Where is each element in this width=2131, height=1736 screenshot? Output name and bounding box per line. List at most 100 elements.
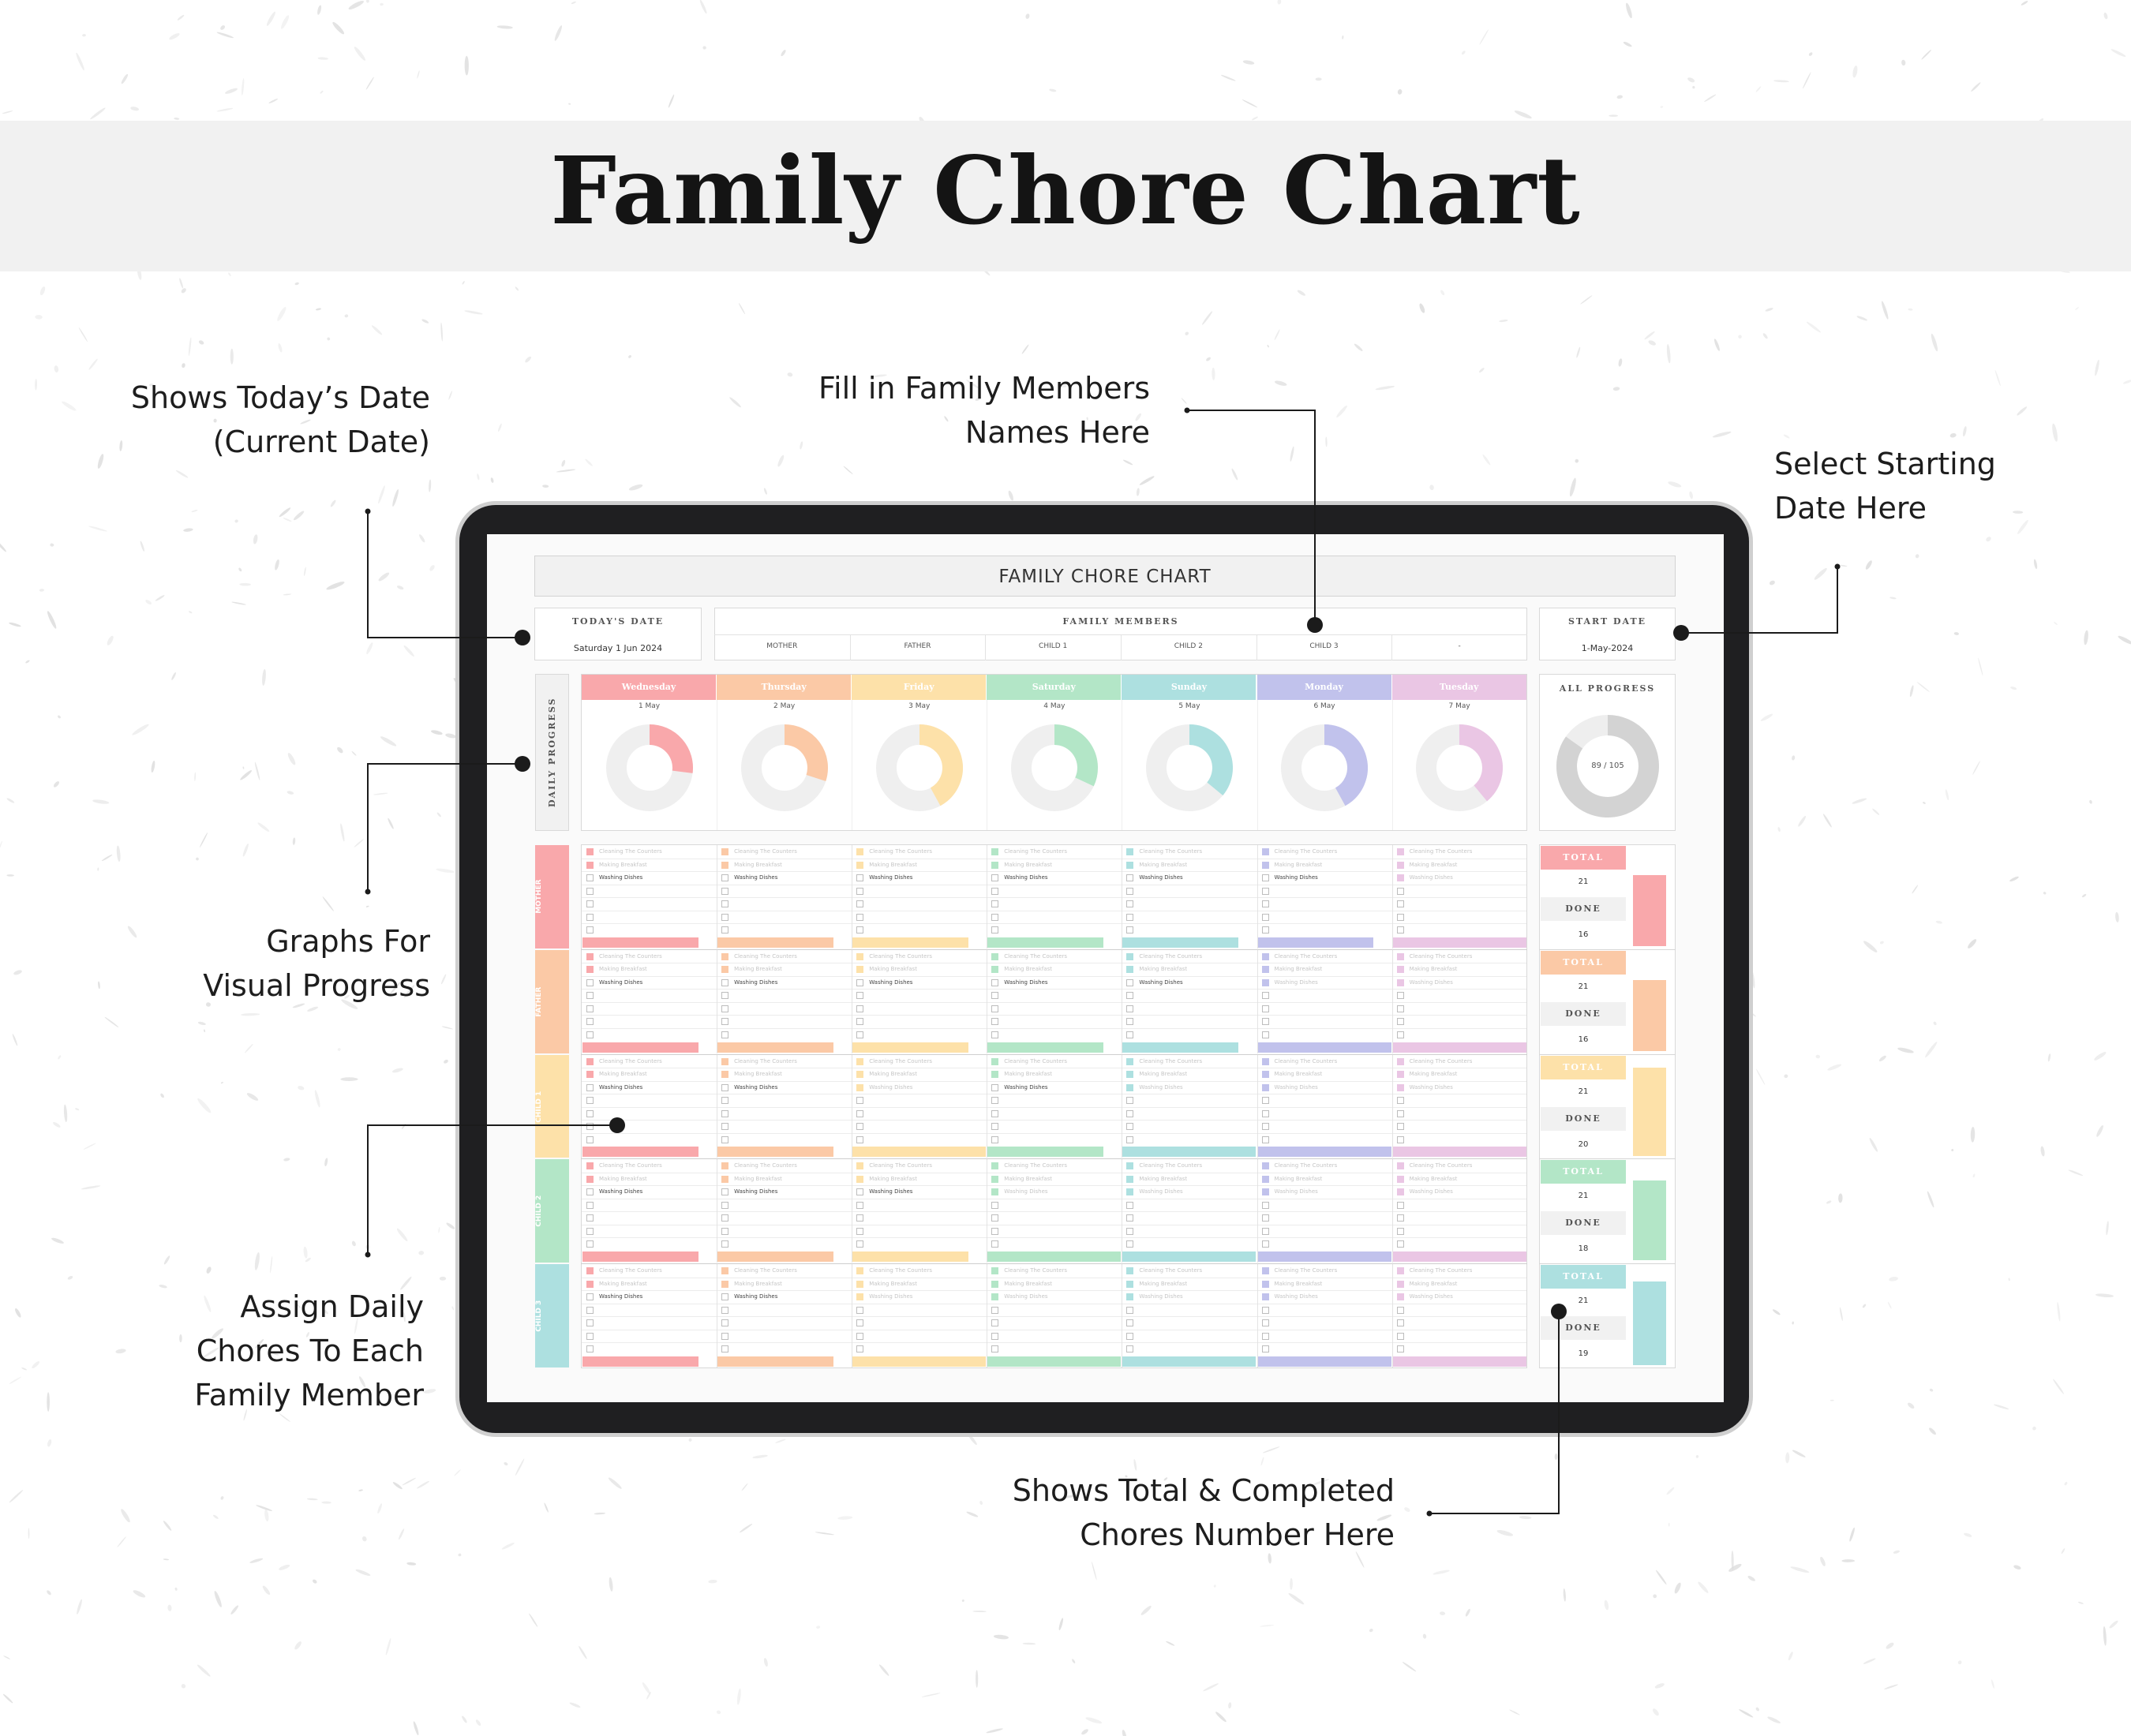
chore-checkbox[interactable] xyxy=(991,1175,999,1183)
chore-task-name[interactable]: Making Breakfast xyxy=(1409,861,1458,868)
chore-checkbox[interactable] xyxy=(586,887,594,895)
chore-checkbox[interactable] xyxy=(856,1332,864,1340)
chore-checkbox[interactable] xyxy=(856,887,864,895)
chore-task-name[interactable]: Cleaning The Counters xyxy=(1274,952,1338,960)
chore-checkbox[interactable] xyxy=(1261,1136,1269,1143)
chore-checkbox[interactable] xyxy=(1261,978,1269,986)
chore-checkbox[interactable] xyxy=(991,1188,999,1196)
chore-task-name[interactable]: Washing Dishes xyxy=(734,978,778,986)
chore-task-name[interactable]: Washing Dishes xyxy=(1274,1083,1318,1091)
chore-checkbox[interactable] xyxy=(856,992,864,1000)
chore-task-name[interactable]: Washing Dishes xyxy=(599,1083,643,1091)
chore-checkbox[interactable] xyxy=(721,1201,729,1209)
chore-task-name[interactable]: Cleaning The Counters xyxy=(734,1267,797,1274)
chore-checkbox[interactable] xyxy=(991,1097,999,1105)
chore-checkbox[interactable] xyxy=(856,1188,864,1196)
chore-checkbox[interactable] xyxy=(1126,913,1134,921)
chore-checkbox[interactable] xyxy=(1396,1293,1404,1301)
chore-task-name[interactable]: Cleaning The Counters xyxy=(599,848,662,855)
family-member-name[interactable]: - xyxy=(1458,642,1461,650)
chore-checkbox[interactable] xyxy=(586,1267,594,1275)
chore-checkbox[interactable] xyxy=(1261,1280,1269,1288)
chore-checkbox[interactable] xyxy=(586,1136,594,1143)
chore-checkbox[interactable] xyxy=(1126,1018,1134,1026)
chore-task-name[interactable]: Washing Dishes xyxy=(1139,1293,1183,1300)
chore-checkbox[interactable] xyxy=(856,861,864,869)
chore-task-name[interactable]: Washing Dishes xyxy=(1274,1293,1318,1300)
chore-checkbox[interactable] xyxy=(856,978,864,986)
chore-task-name[interactable]: Making Breakfast xyxy=(869,966,917,973)
chore-checkbox[interactable] xyxy=(1126,1188,1134,1196)
chore-checkbox[interactable] xyxy=(1126,1332,1134,1340)
chore-task-name[interactable]: Washing Dishes xyxy=(869,1188,913,1195)
chore-task-name[interactable]: Washing Dishes xyxy=(1004,874,1048,881)
chore-checkbox[interactable] xyxy=(856,913,864,921)
chore-checkbox[interactable] xyxy=(586,1201,594,1209)
chore-task-name[interactable]: Washing Dishes xyxy=(1139,978,1183,986)
chore-checkbox[interactable] xyxy=(1261,1345,1269,1353)
chore-checkbox[interactable] xyxy=(1396,848,1404,855)
chore-task-name[interactable]: Making Breakfast xyxy=(1274,1280,1323,1287)
chore-checkbox[interactable] xyxy=(856,1018,864,1026)
chore-checkbox[interactable] xyxy=(856,1227,864,1235)
chore-checkbox[interactable] xyxy=(1396,1201,1404,1209)
chore-checkbox[interactable] xyxy=(991,992,999,1000)
chore-checkbox[interactable] xyxy=(991,1136,999,1143)
chore-task-name[interactable]: Washing Dishes xyxy=(1409,1188,1453,1195)
chore-checkbox[interactable] xyxy=(991,1293,999,1301)
chore-checkbox[interactable] xyxy=(586,1175,594,1183)
chore-checkbox[interactable] xyxy=(1126,1109,1134,1117)
chore-checkbox[interactable] xyxy=(1126,1319,1134,1327)
chore-checkbox[interactable] xyxy=(586,1227,594,1235)
chore-checkbox[interactable] xyxy=(1126,1267,1134,1275)
chore-checkbox[interactable] xyxy=(856,1280,864,1288)
chore-task-name[interactable]: Cleaning The Counters xyxy=(869,848,932,855)
chore-task-name[interactable]: Washing Dishes xyxy=(599,874,643,881)
chore-checkbox[interactable] xyxy=(856,926,864,933)
chore-checkbox[interactable] xyxy=(1396,952,1404,960)
chore-checkbox[interactable] xyxy=(721,966,729,974)
chore-task-name[interactable]: Cleaning The Counters xyxy=(1139,1267,1203,1274)
chore-checkbox[interactable] xyxy=(1396,1175,1404,1183)
chore-task-name[interactable]: Washing Dishes xyxy=(1004,1188,1048,1195)
chore-task-name[interactable]: Making Breakfast xyxy=(599,1280,647,1287)
chore-checkbox[interactable] xyxy=(586,1005,594,1012)
chore-checkbox[interactable] xyxy=(586,1345,594,1353)
chore-task-name[interactable]: Cleaning The Counters xyxy=(1004,1162,1068,1169)
chore-task-name[interactable]: Washing Dishes xyxy=(869,1293,913,1300)
chore-checkbox[interactable] xyxy=(1261,1332,1269,1340)
chore-checkbox[interactable] xyxy=(1126,1057,1134,1065)
chore-checkbox[interactable] xyxy=(1396,874,1404,881)
chore-checkbox[interactable] xyxy=(856,1214,864,1222)
chore-checkbox[interactable] xyxy=(1126,1227,1134,1235)
chore-task-name[interactable]: Washing Dishes xyxy=(1274,1188,1318,1195)
chore-checkbox[interactable] xyxy=(1396,1031,1404,1038)
chore-checkbox[interactable] xyxy=(991,1214,999,1222)
chore-task-name[interactable]: Making Breakfast xyxy=(1004,1280,1053,1287)
chore-checkbox[interactable] xyxy=(721,1267,729,1275)
chore-checkbox[interactable] xyxy=(1396,900,1404,907)
chore-task-name[interactable]: Washing Dishes xyxy=(1004,978,1048,986)
chore-task-name[interactable]: Washing Dishes xyxy=(734,874,778,881)
chore-task-name[interactable]: Cleaning The Counters xyxy=(734,952,797,960)
chore-checkbox[interactable] xyxy=(1396,1057,1404,1065)
chore-checkbox[interactable] xyxy=(1396,926,1404,933)
chore-checkbox[interactable] xyxy=(721,1005,729,1012)
chore-checkbox[interactable] xyxy=(721,900,729,907)
chore-checkbox[interactable] xyxy=(586,913,594,921)
chore-task-name[interactable]: Washing Dishes xyxy=(1274,978,1318,986)
family-member-name[interactable]: FATHER xyxy=(904,642,931,650)
chore-checkbox[interactable] xyxy=(721,1031,729,1038)
chore-checkbox[interactable] xyxy=(856,1109,864,1117)
chore-checkbox[interactable] xyxy=(721,1332,729,1340)
chore-checkbox[interactable] xyxy=(991,952,999,960)
chore-checkbox[interactable] xyxy=(1126,1214,1134,1222)
chore-checkbox[interactable] xyxy=(991,1057,999,1065)
chore-checkbox[interactable] xyxy=(586,874,594,881)
chore-task-name[interactable]: Making Breakfast xyxy=(869,1071,917,1078)
chore-checkbox[interactable] xyxy=(1261,992,1269,1000)
chore-task-name[interactable]: Cleaning The Counters xyxy=(1409,1057,1473,1064)
chore-task-name[interactable]: Cleaning The Counters xyxy=(1274,1267,1338,1274)
family-member-name[interactable]: MOTHER xyxy=(766,642,798,650)
chore-checkbox[interactable] xyxy=(1396,1227,1404,1235)
